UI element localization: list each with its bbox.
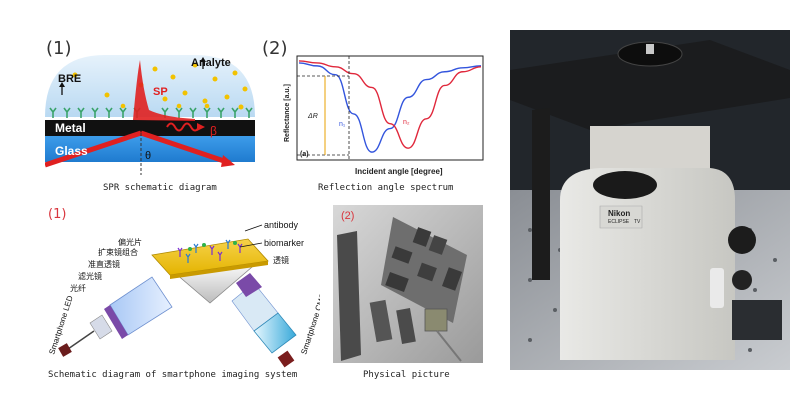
subplot-letter: (a)	[300, 151, 309, 158]
objective-lens	[646, 44, 654, 54]
antibody-markers	[177, 239, 243, 263]
glass-label: Glass	[55, 144, 88, 158]
polarizer	[104, 305, 128, 339]
x-axis-label: Incident angle [degree]	[355, 167, 443, 176]
side-unit	[732, 300, 782, 340]
chart-series	[298, 60, 482, 153]
beta-label: β	[210, 124, 217, 138]
photo-panel-block	[337, 231, 361, 361]
lens-holder	[236, 273, 262, 297]
photo-post	[369, 299, 393, 343]
analyte-particles	[72, 62, 248, 110]
component-labels: 偏光片 扩束镜组合 准直透镜 滤光镜 光纤	[70, 237, 142, 293]
panel-number-spectrum: (2)	[262, 38, 288, 59]
panel-number-spr: (1)	[46, 38, 72, 59]
photo-post	[396, 308, 416, 344]
theta-label: θ	[145, 150, 151, 162]
focus-knob	[728, 226, 756, 254]
biomarker-label: biomarker	[264, 238, 304, 248]
bre-label: BRE	[58, 73, 81, 85]
plasmon-wave	[166, 122, 200, 132]
incident-beam	[45, 130, 142, 168]
control-lever	[710, 268, 724, 308]
photo-block	[385, 272, 409, 292]
optical-fiber	[67, 330, 95, 350]
metal-label: Metal	[55, 121, 86, 135]
imaging-tube	[253, 312, 297, 354]
spr-schematic: BRE Analyte SP Metal Glass β θ	[45, 55, 255, 175]
label-filter: 滤光镜	[78, 271, 102, 281]
microscope-port	[593, 171, 657, 199]
caption-physical: Physical picture	[363, 370, 450, 380]
model-label: ECLIPSE	[608, 219, 630, 225]
photo-block	[412, 227, 432, 247]
microscope-photo: Nikon ECLIPSE TV	[510, 30, 790, 370]
stage-support	[532, 108, 550, 280]
reflection-spectrum-chart: Reflectance [a.u.] Incident angle [degre…	[284, 55, 484, 176]
series-label: TV	[634, 219, 641, 225]
analyte-region	[45, 55, 255, 117]
analyte-label: Analyte	[191, 57, 231, 69]
metal-layer	[45, 120, 255, 136]
n2-label: n₂	[403, 119, 410, 126]
series-line-1	[298, 62, 482, 153]
smartphone-led	[58, 343, 72, 357]
antibody-label: antibody	[264, 220, 299, 230]
delta-r-label: ΔR	[307, 113, 318, 120]
label-collimating-lens: 准直透镜	[88, 259, 120, 269]
photo-block	[391, 246, 413, 264]
bre-receptors	[49, 107, 253, 118]
caption-imaging: Schematic diagram of smartphone imaging …	[48, 370, 298, 380]
reflected-beam	[140, 130, 231, 166]
photo-sensor-module	[424, 308, 448, 332]
smartphone-cmos	[277, 350, 295, 368]
collimator	[89, 314, 113, 340]
photo-block	[442, 267, 462, 291]
caption-spectrum: Reflection angle spectrum	[318, 183, 454, 193]
physical-photo: (2)	[333, 205, 483, 363]
y-axis-label: Reflectance [a.u.]	[284, 84, 291, 142]
photo-cable	[436, 330, 462, 362]
photo-block	[428, 235, 448, 255]
plot-frame	[296, 55, 484, 161]
nameplate	[599, 205, 643, 229]
label-beam-expander: 扩束镜组合	[98, 247, 138, 257]
photo-block	[417, 262, 437, 282]
microscope-body	[560, 168, 735, 360]
label-polarizer: 偏光片	[118, 237, 142, 247]
smartphone-cmos-label: Smartphone CMOS	[299, 286, 320, 355]
sp-label: SP	[153, 86, 168, 98]
panel-number-physical: (2)	[341, 210, 354, 222]
series-line-2	[298, 60, 482, 149]
imaging-system-diagram: antibody biomarker 偏光片 扩束镜组合 准直透镜 滤光镜 光纤…	[47, 220, 320, 368]
caption-spr: SPR schematic diagram	[103, 183, 217, 193]
fine-focus-knob	[732, 270, 752, 290]
n1-label: n₁	[339, 121, 346, 128]
brand-label: Nikon	[608, 209, 630, 218]
label-fiber: 光纤	[70, 283, 86, 293]
microscope-stage	[510, 40, 790, 130]
sp-field	[133, 60, 195, 121]
lens-label: 透镜	[273, 255, 289, 265]
panel-number-imaging: (1)	[48, 207, 67, 222]
